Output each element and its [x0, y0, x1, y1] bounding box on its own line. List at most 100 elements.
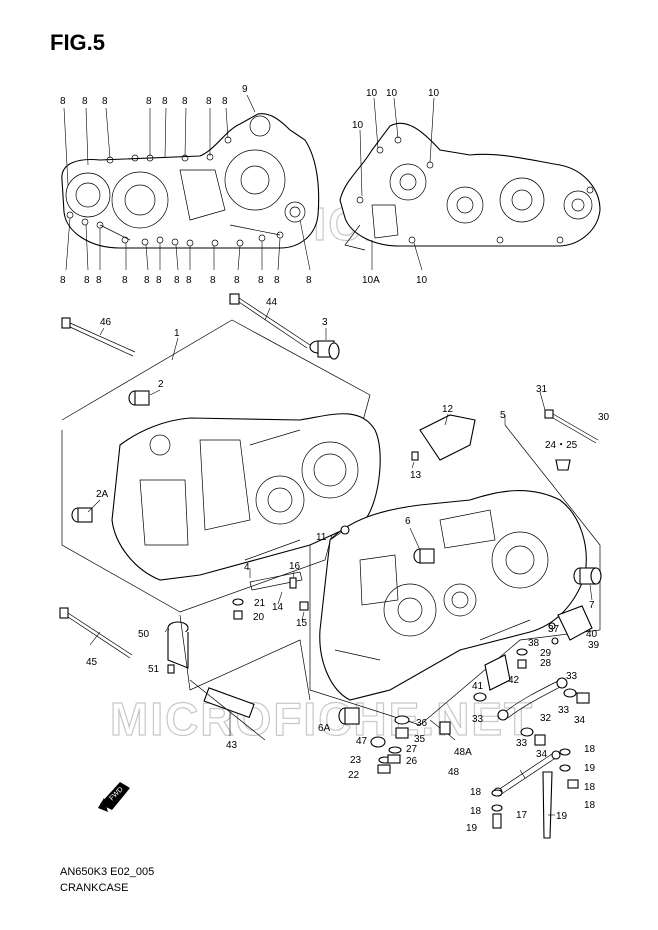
figure-title: FIG.5 — [50, 30, 106, 55]
bolt-16 — [289, 577, 297, 589]
part-label: 2A — [96, 489, 109, 500]
crankcase-1 — [111, 413, 381, 581]
crankcase-5 — [319, 490, 587, 701]
clamp-49-52 — [542, 771, 553, 839]
part-label: 15 — [296, 618, 308, 629]
dowel-2 — [128, 390, 150, 406]
fwd-arrow: FWD — [98, 782, 130, 812]
part-label: 18 — [584, 744, 596, 755]
part-label: 9 — [242, 84, 248, 95]
part-label: 18 — [470, 787, 482, 798]
part-label: 8 — [82, 96, 88, 107]
part-label: 47 — [356, 736, 368, 747]
part-label: 4 — [244, 562, 250, 573]
bolt-51 — [167, 664, 175, 674]
part-label: 43 — [226, 740, 238, 751]
part-label: 8 — [210, 275, 216, 286]
dowel-6A — [338, 707, 360, 725]
watermark-bottom: MICROFICHE.NET — [110, 693, 534, 745]
part-label: 44 — [266, 297, 278, 308]
crankcase-assembly-1-frame — [61, 319, 371, 613]
part-label: 18 — [584, 782, 596, 793]
part-label: 48A — [454, 747, 472, 758]
part-label: 8 — [60, 275, 66, 286]
part-label: 8 — [96, 275, 102, 286]
part-label: 19 — [466, 823, 478, 834]
part-label: 33 — [558, 705, 570, 716]
part-label: 8 — [182, 96, 188, 107]
part-label: 10 — [352, 120, 364, 131]
jet-48 — [439, 721, 451, 735]
part-label: 19 — [556, 811, 568, 822]
plate-41 — [484, 654, 511, 691]
part-label: 8 — [306, 275, 312, 286]
part-label: 8 — [274, 275, 280, 286]
part-label: 28 — [540, 658, 552, 669]
part-label: 46 — [100, 317, 112, 328]
washers-18 — [491, 748, 571, 812]
part-label: 8 — [258, 275, 264, 286]
cover-12 — [419, 414, 476, 461]
part-label: 8 — [234, 275, 240, 286]
part-label: 8 — [206, 96, 212, 107]
part-label: 32 — [540, 713, 552, 724]
part-label: 14 — [272, 602, 284, 613]
part-label: 27 — [406, 744, 418, 755]
small-parts-28-29-37-38-39 — [516, 622, 559, 669]
bolt-15 — [299, 601, 309, 611]
gasket-40 — [557, 605, 593, 641]
part-label: 21 — [254, 598, 266, 609]
part-label: 8 — [122, 275, 128, 286]
crankcase-left-half-top-view — [61, 113, 320, 249]
dowel-6 — [413, 548, 435, 564]
part-label: 33 — [566, 671, 578, 682]
part-label: 19 — [584, 763, 596, 774]
part-label: 41 — [472, 681, 484, 692]
part-label: 10 — [428, 88, 440, 99]
part-label: 8 — [162, 96, 168, 107]
part-label: 20 — [253, 612, 265, 623]
part-label: 50 — [138, 629, 150, 640]
figure-code: AN650K3 E02_005 — [60, 866, 155, 878]
part-label: 29 — [540, 648, 552, 659]
bolt-44 — [229, 293, 311, 349]
part-label: 16 — [289, 561, 301, 572]
crankcase-assembly-5-frame — [309, 424, 601, 726]
pipe-32 — [497, 677, 568, 721]
bolt-30 — [544, 409, 599, 444]
part-label: 23 — [350, 755, 362, 766]
bushing-7 — [573, 567, 602, 585]
bolt-45 — [59, 607, 133, 659]
part-label: 8 — [186, 275, 192, 286]
part-label: 5 — [500, 410, 506, 421]
figure-name: CRANKCASE — [60, 882, 129, 894]
part-label: 34 — [536, 749, 548, 760]
part-label: 8 — [144, 275, 150, 286]
bolts-20-21 — [232, 598, 244, 620]
stay-14 — [249, 571, 303, 591]
part-label: 26 — [406, 756, 418, 767]
part-label: 31 — [536, 384, 548, 395]
part-label: 33 — [516, 738, 528, 749]
part-label: 51 — [148, 664, 160, 675]
part-label: 42 — [508, 675, 520, 686]
part-label: 6 — [405, 516, 411, 527]
part-label: 33 — [472, 714, 484, 725]
part-label: 34 — [574, 715, 586, 726]
part-label: 24・25 — [545, 440, 578, 451]
part-label: 8 — [84, 275, 90, 286]
part-label: 10 — [386, 88, 398, 99]
dowel-2A — [71, 507, 93, 523]
plugs-group — [370, 715, 410, 774]
part-label: 13 — [410, 470, 422, 481]
part-label: 8 — [60, 96, 66, 107]
bolt-46 — [61, 317, 136, 357]
part-label: 8 — [222, 96, 228, 107]
part-label: 35 — [414, 734, 426, 745]
part-label: 8 — [156, 275, 162, 286]
part-label: 38 — [528, 638, 540, 649]
plugs-33-34 — [473, 688, 590, 746]
part-label: 6A — [318, 723, 331, 734]
